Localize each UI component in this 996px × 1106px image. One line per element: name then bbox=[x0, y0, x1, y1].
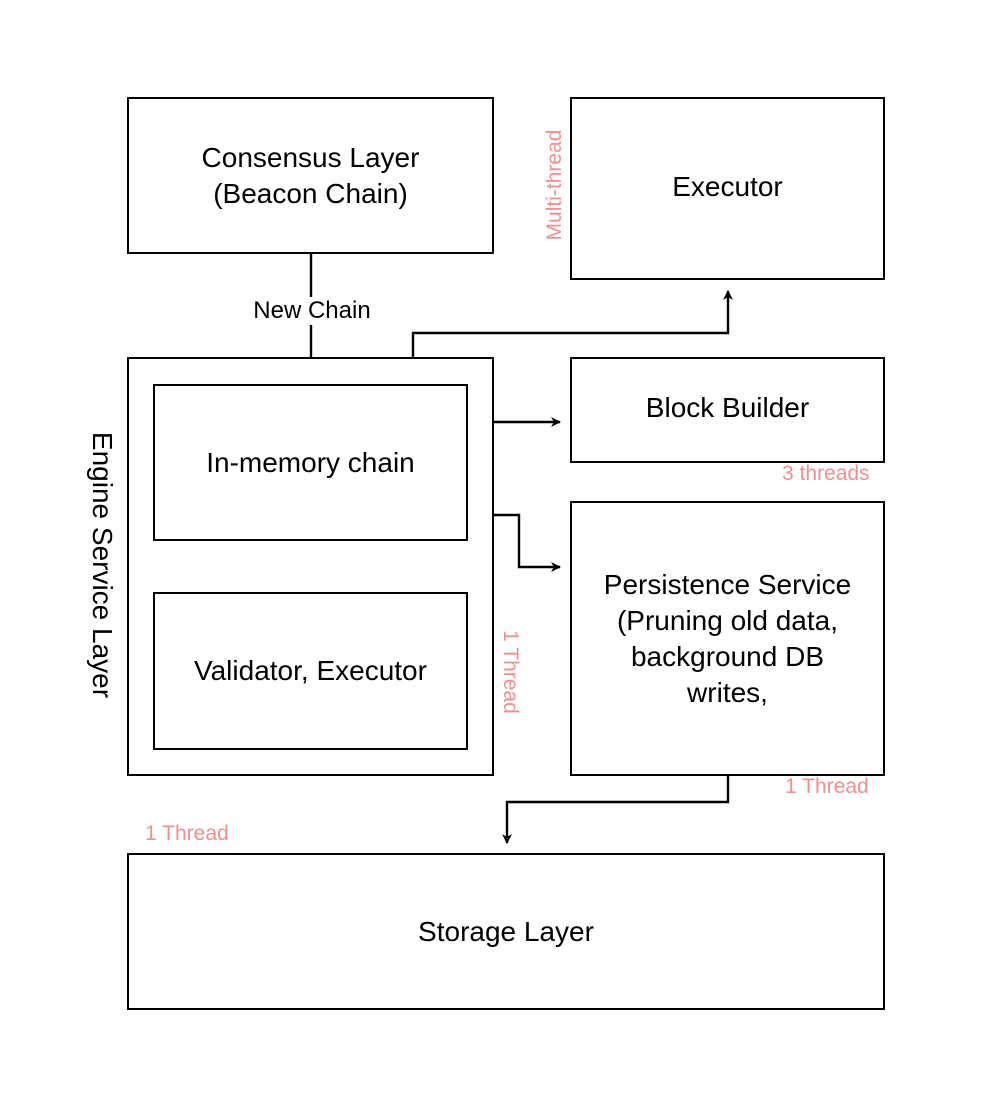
storage-layer-label: Storage Layer bbox=[418, 915, 594, 947]
persistence-thread-note: 1 Thread bbox=[785, 775, 869, 798]
persistence-line-2: (Pruning old data, bbox=[616, 605, 839, 636]
edge-label-new-chain: New Chain bbox=[232, 297, 392, 325]
executor-thread-note: Multi-thread bbox=[543, 129, 566, 241]
consensus-layer-node: Consensus Layer (Beacon Chain) bbox=[127, 97, 494, 254]
storage-thread-note: 1 Thread bbox=[145, 822, 229, 845]
executor-label: Executor bbox=[672, 170, 783, 202]
executor-node: Executor bbox=[570, 97, 885, 280]
block-builder-node: Block Builder bbox=[570, 357, 885, 463]
storage-layer-node: Storage Layer bbox=[127, 853, 885, 1010]
consensus-layer-title: Consensus Layer bbox=[201, 141, 420, 173]
arrow-persistence-to-storage bbox=[502, 775, 730, 844]
persistence-line-3: background DB bbox=[630, 641, 824, 672]
persistence-line-1: Persistence Service bbox=[603, 569, 852, 600]
validator-executor-label: Validator, Executor bbox=[194, 655, 427, 686]
engine-service-layer-label: Engine Service Layer bbox=[87, 431, 118, 699]
persistence-line-4: writes, bbox=[687, 677, 768, 708]
block-builder-thread-note: 3 threads bbox=[782, 462, 870, 485]
consensus-layer-subtitle: (Beacon Chain) bbox=[213, 177, 408, 209]
persistence-service-node: Persistence Service (Pruning old data, b… bbox=[570, 501, 885, 776]
engine-thread-note: 1 Thread bbox=[499, 630, 522, 714]
block-builder-label: Block Builder bbox=[645, 392, 810, 423]
in-memory-chain-node: In-memory chain bbox=[153, 384, 468, 541]
in-memory-chain-label: In-memory chain bbox=[206, 446, 415, 478]
validator-executor-node: Validator, Executor bbox=[153, 592, 468, 750]
